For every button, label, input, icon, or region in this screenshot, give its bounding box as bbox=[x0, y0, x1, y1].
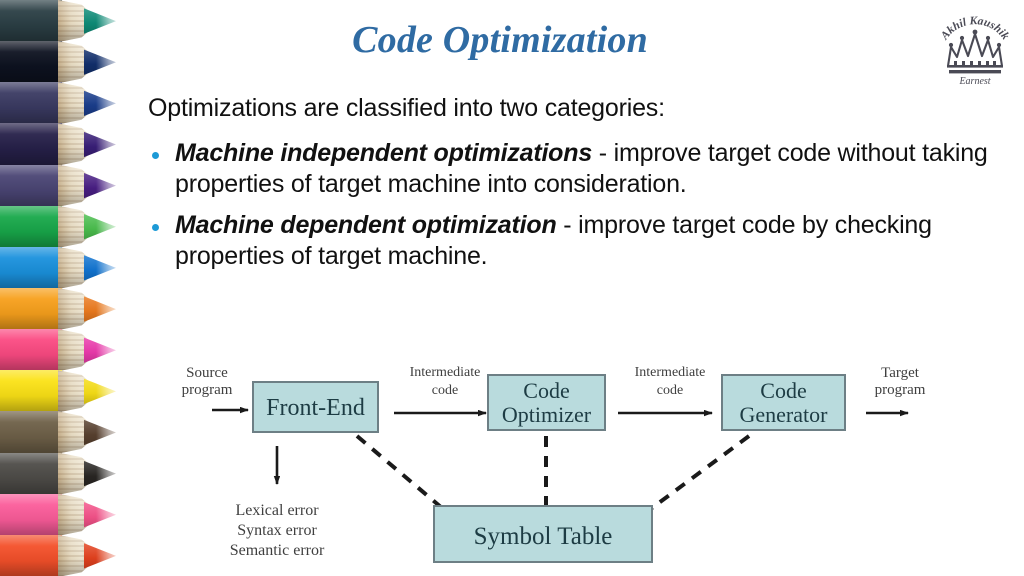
slide-body: Optimizations are classified into two ca… bbox=[148, 93, 988, 282]
label-intermediate-code-2-line1: Intermediate bbox=[635, 365, 706, 380]
pencil-barrel bbox=[0, 82, 62, 125]
diagram-box-symbol-table-label: Symbol Table bbox=[474, 523, 613, 550]
pencil-barrel bbox=[0, 0, 62, 43]
pencil-barrel bbox=[0, 411, 62, 454]
pencil-7 bbox=[0, 246, 118, 289]
diagram-box-symbol-table: Symbol Table bbox=[433, 505, 653, 563]
logo-arc-text: Akhil Kaushik bbox=[938, 15, 1011, 43]
pencil-barrel bbox=[0, 205, 62, 248]
pencil-12 bbox=[0, 452, 118, 495]
compiler-pipeline-diagram: Source program Front-End Intermediate co… bbox=[160, 360, 990, 572]
bullet-term: Machine independent optimizations bbox=[175, 138, 593, 167]
pencil-tip bbox=[84, 90, 116, 116]
bullet-rest: - improve target code by checking proper… bbox=[175, 210, 932, 270]
label-intermediate-code-2-line2: code bbox=[657, 383, 683, 398]
pencil-photo-strip bbox=[0, 0, 118, 576]
label-semantic-error: Semantic error bbox=[230, 542, 325, 559]
label-lexical-error: Lexical error bbox=[235, 502, 319, 519]
pencil-3 bbox=[0, 82, 118, 125]
pencil-barrel bbox=[0, 370, 62, 413]
logo-sub-text: Earnest bbox=[958, 76, 990, 87]
pencil-barrel bbox=[0, 123, 62, 166]
bullet-text: Machine independent optimizations - impr… bbox=[175, 138, 988, 200]
pencil-5 bbox=[0, 164, 118, 207]
pencil-tip bbox=[84, 502, 116, 528]
pencil-barrel bbox=[0, 452, 62, 495]
label-target-program-line2: program bbox=[875, 382, 926, 398]
pencil-barrel bbox=[0, 329, 62, 372]
label-source-program-line1: Source bbox=[186, 365, 228, 381]
pencil-13 bbox=[0, 493, 118, 536]
pencil-10 bbox=[0, 370, 118, 413]
error-label-group: Lexical error Syntax error Semantic erro… bbox=[230, 502, 325, 559]
diagram-box-code-optimizer-label-2: Optimizer bbox=[502, 402, 592, 427]
label-intermediate-code-1-line2: code bbox=[432, 383, 458, 398]
pencil-6 bbox=[0, 205, 118, 248]
diagram-box-front-end: Front-End bbox=[252, 381, 379, 433]
pencil-tip bbox=[84, 419, 116, 446]
list-item: Machine dependent optimization - improve… bbox=[148, 210, 988, 272]
dashed-link-generator-symboltable bbox=[650, 434, 751, 510]
pencil-barrel bbox=[0, 164, 62, 207]
pencil-tip bbox=[84, 255, 116, 281]
label-target-program-line1: Target bbox=[881, 365, 920, 381]
diagram-box-code-optimizer: Code Optimizer bbox=[487, 374, 606, 431]
bullet-dot-icon bbox=[152, 151, 159, 159]
diagram-box-code-generator: Code Generator bbox=[721, 374, 846, 431]
pencil-tip bbox=[84, 337, 116, 363]
bullet-term: Machine dependent optimization bbox=[175, 210, 557, 239]
pencil-barrel bbox=[0, 41, 62, 84]
label-source-program-line2: program bbox=[182, 382, 233, 398]
pencil-4 bbox=[0, 123, 118, 166]
page-title: Code Optimization bbox=[352, 19, 648, 61]
pencil-14 bbox=[0, 534, 118, 576]
pencil-tip bbox=[84, 131, 116, 158]
pencil-11 bbox=[0, 411, 118, 454]
bullet-text: Machine dependent optimization - improve… bbox=[175, 210, 988, 272]
label-intermediate-code-1-line1: Intermediate bbox=[410, 365, 481, 380]
pencil-tip bbox=[84, 49, 116, 75]
diagram-box-code-optimizer-label-1: Code bbox=[523, 378, 569, 403]
pencil-1 bbox=[0, 0, 118, 43]
diagram-box-code-generator-label-2: Generator bbox=[740, 402, 829, 427]
pencil-tip bbox=[84, 214, 116, 240]
akhil-kaushik-crown-logo: Akhil Kaushik Earnest bbox=[934, 4, 1016, 88]
bullet-rest: - improve target code without taking pro… bbox=[175, 138, 988, 198]
pencil-barrel bbox=[0, 288, 62, 331]
pencil-tip bbox=[84, 8, 116, 34]
diagram-box-front-end-label: Front-End bbox=[266, 395, 365, 421]
diagram-box-code-generator-label-1: Code bbox=[760, 378, 806, 403]
pencil-tip bbox=[84, 543, 116, 569]
pencil-barrel bbox=[0, 493, 62, 536]
pencil-8 bbox=[0, 288, 118, 331]
pencil-barrel bbox=[0, 534, 62, 576]
pencil-tip bbox=[84, 296, 116, 322]
svg-text:Akhil Kaushik: Akhil Kaushik bbox=[938, 15, 1011, 43]
dashed-link-frontend-symboltable bbox=[355, 434, 444, 510]
pencil-tip bbox=[84, 460, 116, 487]
pencil-tip bbox=[84, 378, 116, 404]
label-syntax-error: Syntax error bbox=[237, 522, 317, 539]
pencil-tip bbox=[84, 172, 116, 199]
pencil-barrel bbox=[0, 246, 62, 289]
list-item: Machine independent optimizations - impr… bbox=[148, 138, 988, 200]
pencil-9 bbox=[0, 329, 118, 372]
bullet-dot-icon bbox=[152, 223, 159, 231]
pencil-2 bbox=[0, 41, 118, 84]
lead-paragraph: Optimizations are classified into two ca… bbox=[148, 94, 665, 122]
